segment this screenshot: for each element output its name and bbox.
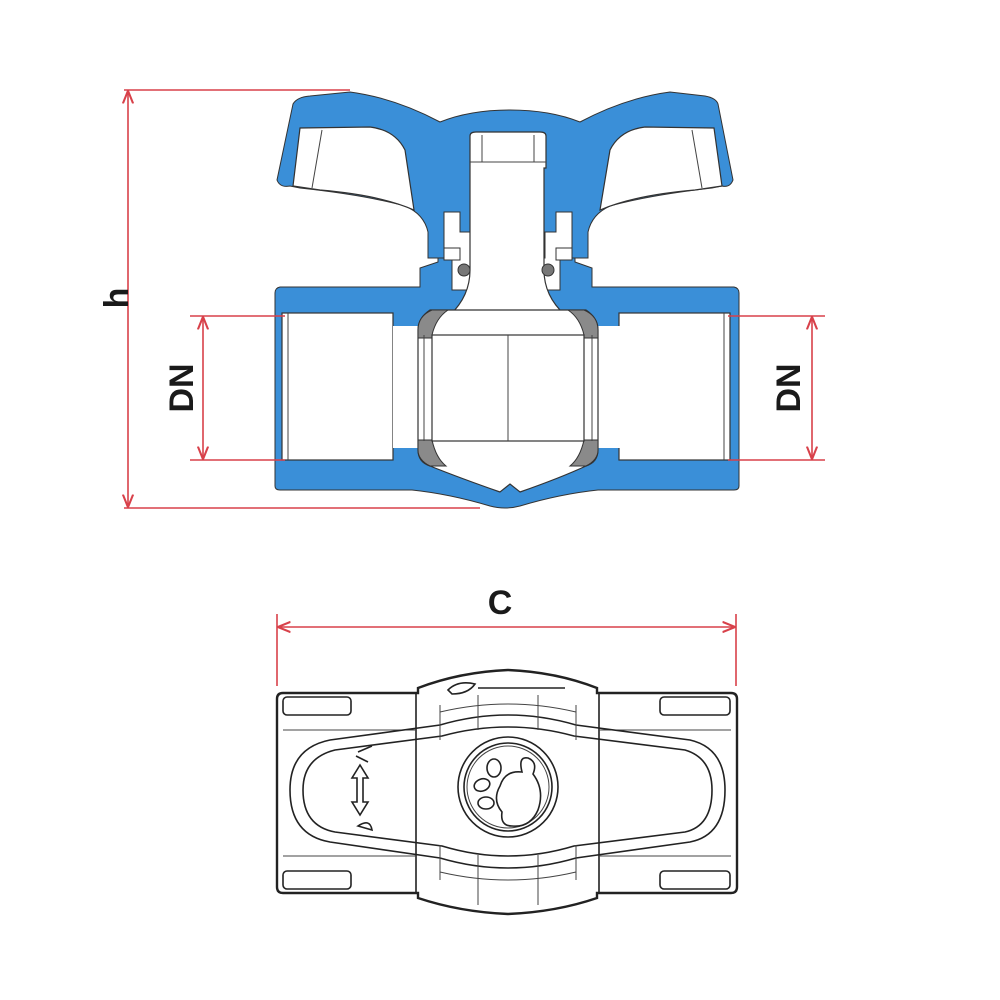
label-h: h	[98, 288, 136, 309]
lever-outline	[289, 714, 726, 869]
top-view-outline	[275, 668, 739, 916]
dimension-h: h	[98, 89, 480, 509]
label-c: C	[488, 584, 513, 622]
brand-logo	[446, 682, 565, 695]
paw-logo-icon	[473, 756, 542, 827]
dimension-dn-left: DN	[163, 315, 285, 461]
handle-window-right	[599, 126, 723, 211]
flow-direction-icon	[350, 763, 370, 817]
stem-cavity	[448, 131, 567, 316]
o-ring-right	[541, 263, 555, 277]
socket-right	[618, 312, 731, 461]
o-ring-left	[457, 263, 471, 277]
valve-top-view	[275, 668, 739, 916]
seat-bottom-left	[417, 439, 448, 467]
label-dn-right: DN	[770, 363, 808, 412]
seat-bottom-right	[568, 439, 599, 467]
dimension-dn-right: DN	[728, 315, 825, 461]
handle-cap	[457, 736, 559, 838]
handle-window-left	[292, 126, 415, 211]
valve-section-view	[274, 91, 740, 509]
label-dn-left: DN	[163, 363, 201, 412]
dimension-c: C	[276, 584, 737, 686]
socket-left	[281, 312, 394, 461]
